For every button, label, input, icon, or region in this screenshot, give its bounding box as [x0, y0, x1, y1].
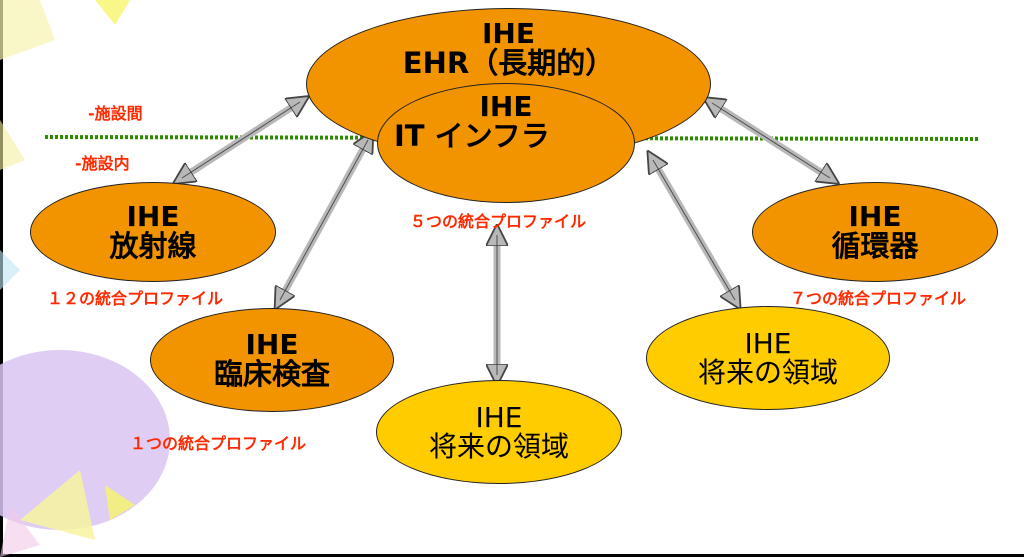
- radiology-title: IHE: [126, 200, 180, 234]
- sun-ray-shape: [0, 505, 40, 557]
- it-title: IHE: [479, 90, 533, 123]
- future-right-subtitle: 将来の領域: [697, 356, 838, 389]
- cardiology-subtitle: 循環器: [831, 229, 919, 264]
- future-domain-center-node: IHE 将来の領域: [376, 380, 622, 484]
- future-center-title: IHE: [475, 400, 523, 434]
- ehr-title: IHE: [482, 17, 535, 50]
- lab-subtitle: 臨床検査: [213, 357, 330, 392]
- it-profiles-label: ５つの統合プロファイル: [410, 212, 587, 231]
- lab-title: IHE: [245, 328, 299, 362]
- sun-ray-shape: [95, 0, 130, 25]
- future-domain-right-node: IHE 将来の領域: [646, 306, 890, 410]
- lab-node: IHE 臨床検査: [150, 308, 394, 412]
- radiology-subtitle: 放射線: [109, 229, 197, 264]
- sun-ray-shape: [0, 250, 20, 290]
- sun-ray-shape: [0, 120, 25, 170]
- it-subtitle: IT インフラ: [394, 119, 550, 154]
- lab-profiles-label: １つの統合プロファイル: [130, 434, 307, 453]
- sun-ray-shape: [105, 485, 135, 520]
- sun-ray-shape: [0, 0, 55, 60]
- sun-ray-shape: [20, 470, 95, 540]
- within-facility-label: -施設内: [75, 154, 130, 173]
- purple-blob-shape: [0, 350, 170, 530]
- it-infrastructure-node: IHE IT インフラ: [377, 83, 635, 203]
- ehr-subtitle: EHR（長期的）: [402, 46, 615, 81]
- future-center-subtitle: 将来の領域: [428, 430, 569, 463]
- cardiology-profiles-label: ７つの統合プロファイル: [790, 289, 967, 308]
- cardiology-title: IHE: [848, 200, 902, 234]
- radiology-profiles-label: １２の統合プロファイル: [47, 289, 224, 308]
- between-facilities-label: -施設間: [88, 104, 143, 123]
- future-right-title: IHE: [744, 326, 792, 360]
- cardiology-node: IHE 循環器: [752, 182, 998, 282]
- radiology-node: IHE 放射線: [30, 182, 276, 282]
